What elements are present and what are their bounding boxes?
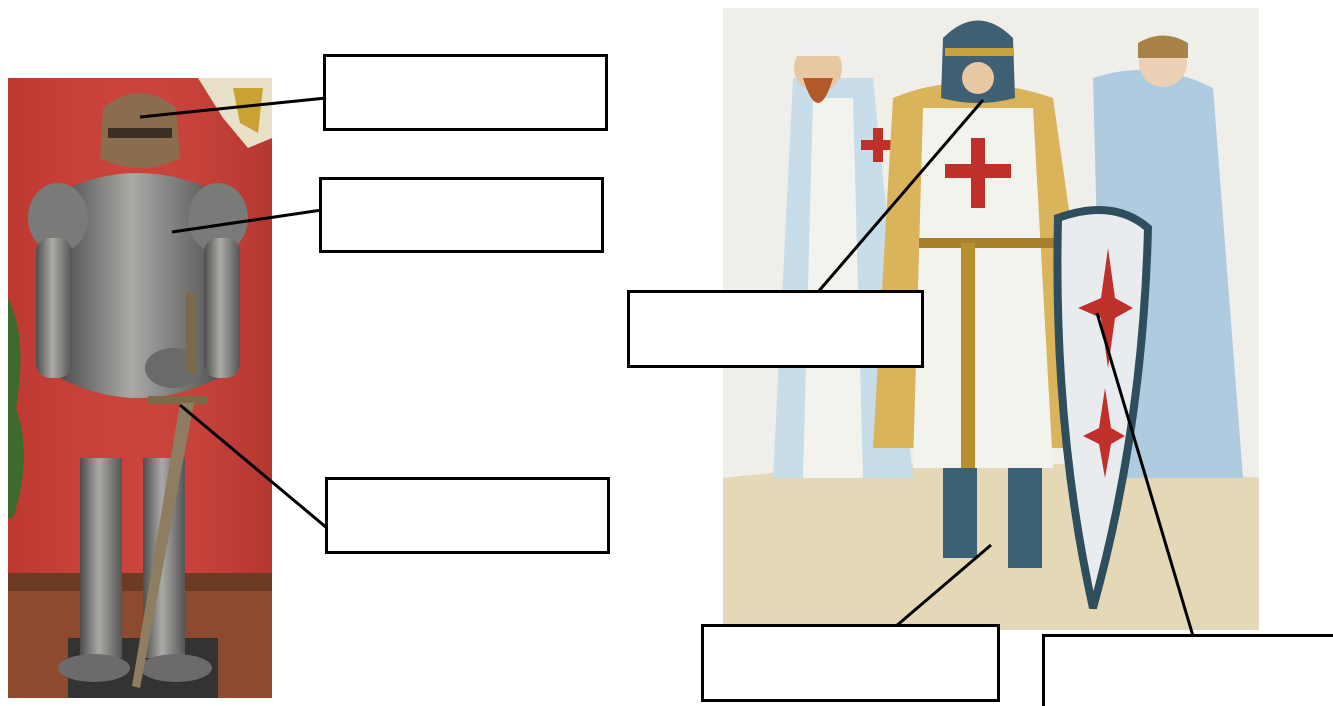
- armour-illustration: [8, 78, 272, 698]
- label-box-sword[interactable]: [325, 477, 610, 554]
- label-box-helmet[interactable]: [323, 54, 608, 131]
- label-box-breastplate[interactable]: [319, 177, 604, 253]
- label-box-templar-hood[interactable]: [627, 290, 924, 368]
- label-box-templar-shield[interactable]: [1042, 634, 1333, 706]
- suit-of-armour-photo: [8, 78, 272, 698]
- label-box-templar-feet[interactable]: [701, 624, 1000, 702]
